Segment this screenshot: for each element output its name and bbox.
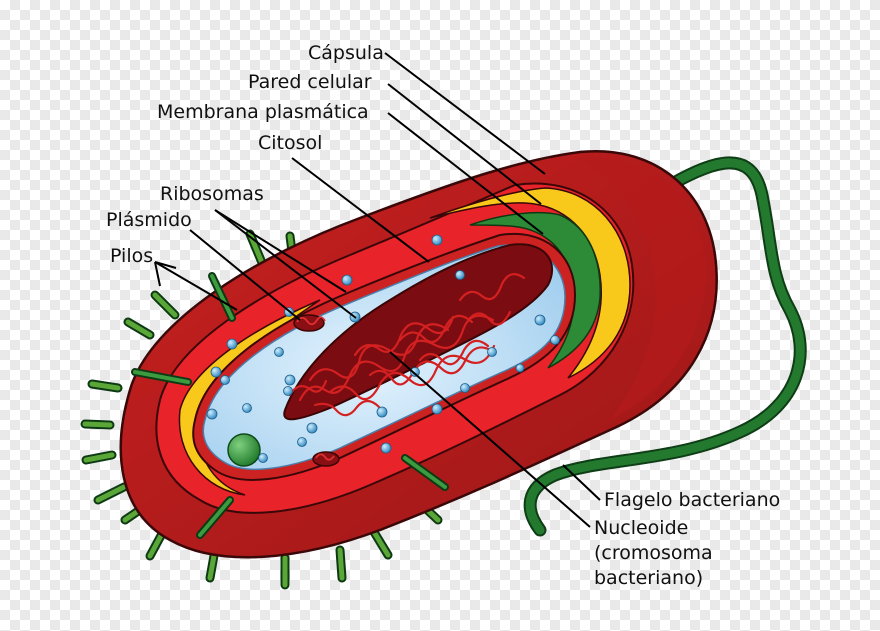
- label-membrana-plasmatica: Membrana plasmática: [157, 101, 369, 123]
- leader-lines: [154, 52, 601, 528]
- label-plasmido: Plásmido: [106, 209, 192, 231]
- label-nucleoide: Nucleoide: [594, 517, 688, 539]
- label-capsula: Cápsula: [308, 42, 384, 64]
- label-pilos: Pilos: [110, 245, 153, 267]
- pili: [80, 229, 443, 590]
- pili-inner: [131, 272, 449, 539]
- label-ribosomas: Ribosomas: [160, 183, 264, 205]
- label-flagelo: Flagelo bacteriano: [604, 489, 780, 511]
- plasmid: [293, 314, 340, 467]
- label-pared-celular: Pared celular: [248, 71, 372, 93]
- storage-granule: [227, 433, 261, 467]
- membrane-green-layer: [469, 211, 601, 369]
- label-cromosoma-2: bacteriano): [594, 567, 703, 589]
- ribosomes: [206, 234, 560, 463]
- labels: Cápsula Pared celular Membrana plasmátic…: [106, 42, 780, 589]
- label-citosol: Citosol: [258, 132, 322, 154]
- label-cromosoma-1: (cromosoma: [594, 542, 713, 564]
- nucleoid: [283, 243, 554, 421]
- flagellum: [523, 156, 807, 537]
